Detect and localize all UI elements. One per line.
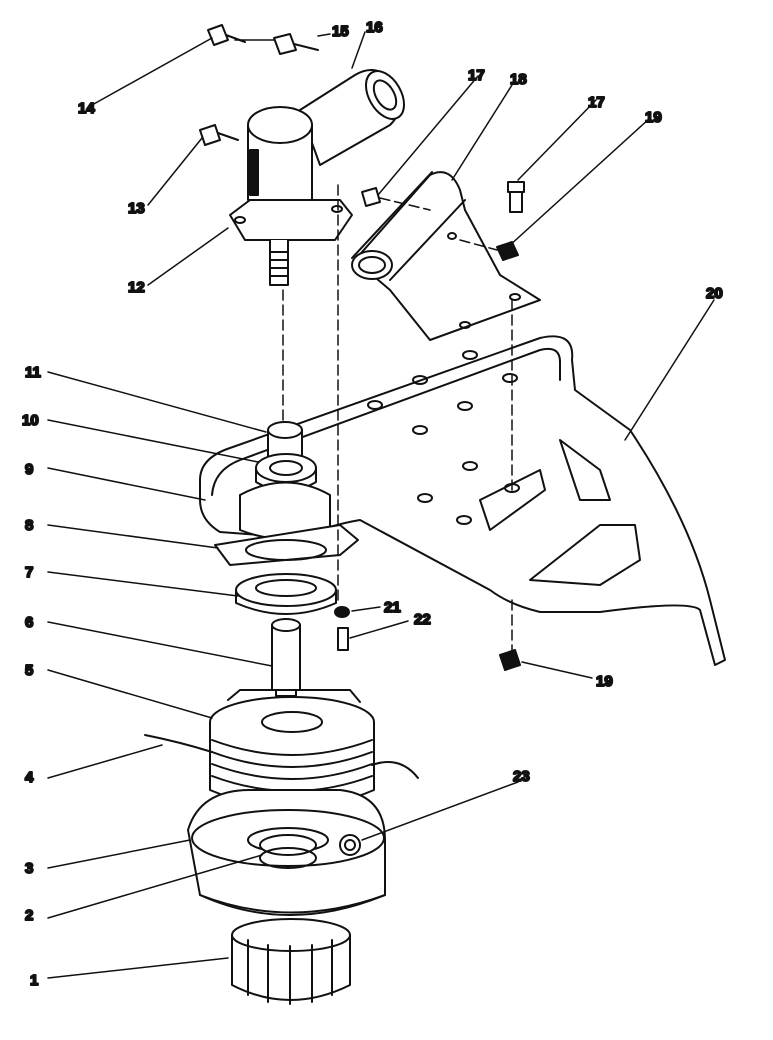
assembly-center-lines bbox=[282, 184, 513, 651]
nut-19-top bbox=[496, 241, 519, 261]
bearing-7 bbox=[235, 573, 337, 615]
bolt-17-left bbox=[361, 187, 381, 207]
label-22: 22 bbox=[414, 611, 431, 628]
label-13: 13 bbox=[128, 200, 145, 217]
mounting-bracket bbox=[351, 171, 541, 341]
spring-2 bbox=[259, 834, 317, 869]
washer-21 bbox=[334, 606, 350, 618]
label-8: 8 bbox=[25, 517, 33, 534]
trimmer-line-4 bbox=[144, 734, 419, 779]
label-12: 12 bbox=[128, 279, 145, 296]
label-7: 7 bbox=[25, 564, 33, 581]
label-17-right: 17 bbox=[588, 94, 605, 111]
screw-14 bbox=[207, 24, 246, 46]
leader-lines bbox=[47, 31, 715, 979]
label-10: 10 bbox=[22, 412, 39, 429]
eyelet-23 bbox=[339, 834, 361, 856]
label-18: 18 bbox=[510, 71, 527, 88]
knob-1 bbox=[231, 918, 351, 1005]
label-17-left: 17 bbox=[468, 67, 485, 84]
nut-19-bottom bbox=[499, 649, 521, 671]
spool-5 bbox=[209, 689, 375, 809]
screw-22 bbox=[337, 627, 349, 651]
label-21: 21 bbox=[384, 599, 401, 616]
label-4: 4 bbox=[25, 769, 34, 786]
label-15: 15 bbox=[332, 23, 349, 40]
label-19-top: 19 bbox=[645, 109, 662, 126]
part-labels: 1 2 3 4 5 6 7 8 9 10 11 12 13 14 15 16 1… bbox=[21, 18, 724, 990]
label-5: 5 bbox=[25, 662, 33, 679]
label-3: 3 bbox=[25, 860, 33, 877]
label-1: 1 bbox=[30, 972, 38, 989]
screw-13 bbox=[199, 124, 239, 146]
label-11: 11 bbox=[25, 364, 41, 381]
label-6: 6 bbox=[25, 614, 33, 631]
label-20: 20 bbox=[706, 285, 723, 302]
bolt-17-right bbox=[507, 181, 525, 213]
screw-15 bbox=[273, 33, 319, 55]
label-9: 9 bbox=[25, 461, 33, 478]
washer-8 bbox=[214, 524, 359, 566]
label-16: 16 bbox=[366, 19, 383, 36]
label-2: 2 bbox=[25, 907, 33, 924]
label-23: 23 bbox=[513, 768, 530, 785]
gear-head bbox=[229, 69, 405, 286]
label-14: 14 bbox=[78, 100, 95, 117]
label-19-bottom: 19 bbox=[596, 673, 613, 690]
